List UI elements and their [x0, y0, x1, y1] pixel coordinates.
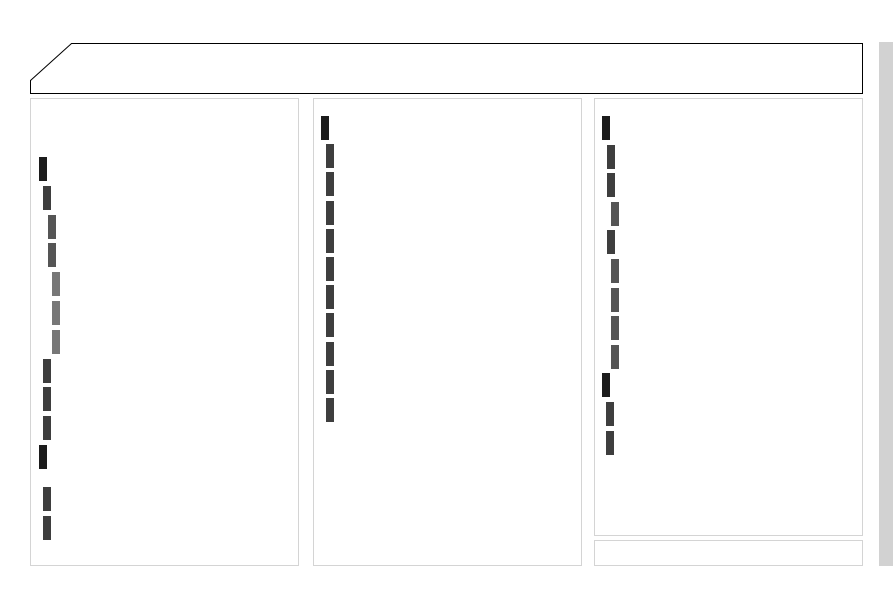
tree-item-col3-7[interactable] [611, 288, 619, 312]
tree-item-col1-13[interactable] [43, 516, 51, 540]
tree-item-col1-11[interactable] [39, 445, 47, 469]
tree-item-col2-11[interactable] [326, 398, 334, 422]
header-tab-shape [30, 43, 863, 94]
tree-item-col1-10[interactable] [43, 416, 51, 440]
tree-item-col1-3[interactable] [48, 215, 56, 239]
tree-item-col1-7[interactable] [52, 330, 60, 354]
tree-item-col2-1[interactable] [321, 116, 329, 140]
footer-box [594, 540, 863, 566]
tree-item-col3-10[interactable] [602, 373, 610, 397]
tree-item-col2-2[interactable] [326, 144, 334, 168]
tree-item-col1-9[interactable] [43, 387, 51, 411]
tree-item-col2-9[interactable] [326, 342, 334, 366]
tree-item-col2-7[interactable] [326, 285, 334, 309]
tree-item-col1-5[interactable] [52, 272, 60, 296]
tree-item-col2-5[interactable] [326, 229, 334, 253]
column-panel-2 [313, 98, 582, 566]
tree-item-col1-6[interactable] [52, 301, 60, 325]
vertical-scrollbar[interactable] [879, 42, 893, 566]
tree-item-col2-8[interactable] [326, 313, 334, 337]
tree-item-col3-8[interactable] [611, 316, 619, 340]
tree-item-col2-4[interactable] [326, 201, 334, 225]
tree-item-col3-11[interactable] [606, 402, 614, 426]
tree-item-col2-10[interactable] [326, 370, 334, 394]
tree-item-col3-12[interactable] [606, 431, 614, 455]
tree-item-col3-5[interactable] [607, 230, 615, 254]
header-tab [0, 0, 893, 100]
tree-item-col2-6[interactable] [326, 257, 334, 281]
tree-item-col3-6[interactable] [611, 259, 619, 283]
tree-item-col3-9[interactable] [611, 345, 619, 369]
tree-item-col1-12[interactable] [43, 487, 51, 511]
tree-item-col1-1[interactable] [39, 157, 47, 181]
tree-item-col2-3[interactable] [326, 172, 334, 196]
tree-item-col3-2[interactable] [607, 145, 615, 169]
tree-item-col1-8[interactable] [43, 359, 51, 383]
column-panel-3 [594, 98, 863, 536]
tree-item-col3-4[interactable] [611, 202, 619, 226]
tree-item-col1-2[interactable] [43, 186, 51, 210]
column-panel-1 [30, 98, 299, 566]
tree-item-col1-4[interactable] [48, 243, 56, 267]
tree-item-col3-1[interactable] [602, 116, 610, 140]
tree-item-col3-3[interactable] [607, 173, 615, 197]
